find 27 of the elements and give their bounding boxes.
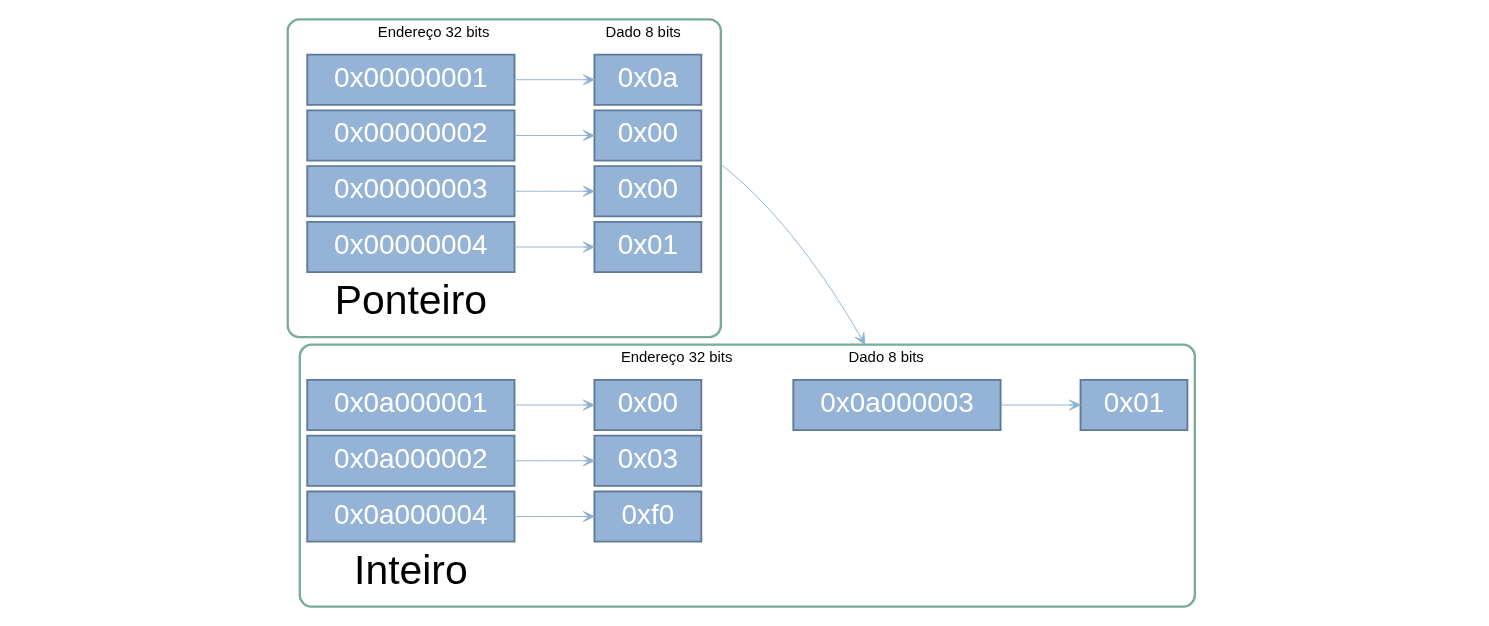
node-box: 0x00 [593, 379, 702, 432]
arrow [719, 163, 865, 346]
node-label: Inteiro [353, 546, 468, 593]
arrow [513, 399, 595, 411]
node-box: 0x0a [593, 53, 702, 106]
arrow [513, 511, 595, 523]
node-label: Ponteiro [334, 277, 487, 324]
node-box: 0x00000002 [305, 109, 515, 162]
node-box: 0x03 [593, 434, 702, 487]
arrow [513, 241, 595, 253]
arrow [513, 130, 595, 141]
node-box: 0x0a000001 [305, 379, 515, 432]
node-box: 0x01 [1079, 379, 1188, 432]
arrow [513, 185, 595, 197]
node-box: 0x00 [593, 109, 702, 162]
node-box: 0x0a000002 [305, 434, 515, 487]
node-box: 0x00000004 [305, 221, 515, 274]
arrow [999, 399, 1081, 411]
node-box: 0x00000003 [305, 165, 515, 218]
node-box: 0x0a000003 [791, 379, 1001, 432]
arrow [513, 74, 595, 86]
node-box: 0xf0 [593, 490, 702, 543]
arrow [513, 455, 595, 467]
node-box: 0x00 [593, 165, 702, 218]
node-box: 0x0a000004 [305, 490, 515, 543]
node-box: 0x00000001 [305, 53, 515, 106]
node-box: 0x01 [593, 221, 702, 274]
